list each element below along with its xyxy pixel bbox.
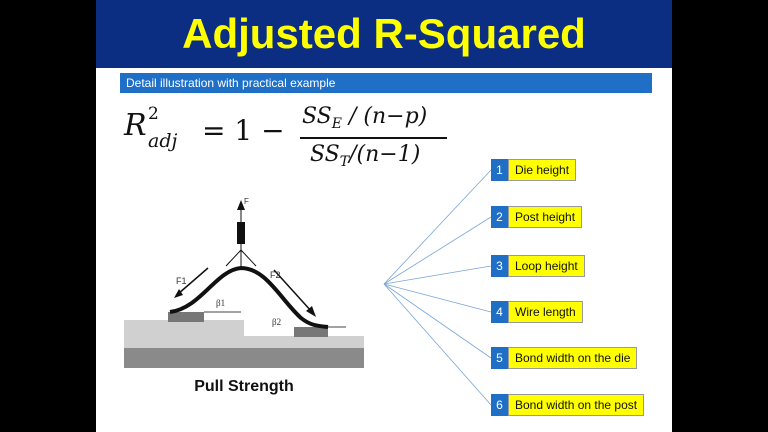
wire-pull-diagram: F F1 F2 β1 β2: [124, 197, 364, 368]
connector-line-4: [383, 283, 492, 313]
factor-label: Bond width on the die: [508, 347, 638, 369]
formula-numerator: SSE / (n−p): [302, 104, 427, 132]
post-block: [244, 336, 364, 348]
die-bond-pad: [168, 312, 204, 322]
connector-line-1: [383, 169, 492, 285]
f1-arrow: [177, 267, 209, 295]
connector-line-5: [383, 283, 492, 359]
factor-label: Bond width on the post: [508, 394, 645, 416]
factor-number: 1: [491, 159, 508, 181]
factor-item-6: 6 Bond width on the post: [491, 394, 645, 416]
denominator-sub: T: [339, 154, 350, 170]
pull-hook: [237, 222, 245, 244]
formula-denominator: SST/(n−1): [310, 142, 420, 170]
hook-left-line: [225, 249, 242, 267]
diagram-caption: Pull Strength: [194, 378, 294, 395]
numerator-ss: SS: [302, 104, 332, 129]
factor-label: Wire length: [508, 301, 583, 323]
denominator-tail: /(n−1): [349, 142, 421, 167]
connector-lines: [383, 169, 492, 406]
connector-line-6: [383, 283, 492, 406]
factor-item-1: 1 Die height: [491, 159, 577, 181]
factor-label: Post height: [508, 206, 583, 228]
slide-title: Adjusted R-Squared: [182, 10, 586, 57]
beta1-label: β1: [216, 298, 225, 308]
beta2-label: β2: [272, 317, 281, 327]
f2-arrowhead: [306, 306, 316, 317]
formula-r: R: [124, 108, 147, 143]
denominator-ss: SS: [310, 142, 340, 167]
factor-item-2: 2 Post height: [491, 206, 583, 228]
factor-number: 3: [491, 255, 508, 277]
base-substrate: [124, 348, 364, 368]
factor-label: Loop height: [508, 255, 585, 277]
numerator-sub: E: [331, 116, 342, 132]
factor-number: 2: [491, 206, 508, 228]
subtitle-bar: Detail illustration with practical examp…: [120, 73, 652, 93]
factor-label: Die height: [508, 159, 577, 181]
post-bond-pad: [294, 327, 328, 337]
factor-number: 6: [491, 394, 508, 416]
f2-arrow: [273, 269, 313, 313]
title-bar: Adjusted R-Squared: [96, 0, 672, 68]
fraction-bar: [300, 137, 447, 139]
formula-subscript: adj: [148, 130, 178, 152]
factor-number: 5: [491, 347, 508, 369]
factor-item-4: 4 Wire length: [491, 301, 583, 323]
formula-superscript: 2: [148, 104, 159, 124]
f2-label: F2: [270, 270, 281, 280]
force-arrowhead: [237, 200, 245, 210]
formula-equals: = 1 −: [202, 114, 285, 147]
f1-arrowhead: [174, 289, 183, 298]
slide: Adjusted R-Squared Detail illustration w…: [96, 0, 672, 432]
factor-item-5: 5 Bond width on the die: [491, 347, 638, 369]
factor-number: 4: [491, 301, 508, 323]
adjusted-r2-formula: R 2 adj = 1 − SSE / (n−p) SST/(n−1): [124, 104, 454, 174]
hook-right-line: [240, 249, 257, 267]
f1-label: F1: [176, 276, 187, 286]
connector-line-2: [383, 216, 492, 285]
force-label: F: [244, 197, 249, 206]
bond-wire: [169, 265, 329, 329]
numerator-tail: / (n−p): [342, 104, 428, 129]
connector-line-3: [383, 265, 492, 285]
factor-item-3: 3 Loop height: [491, 255, 585, 277]
subtitle: Detail illustration with practical examp…: [126, 76, 336, 90]
die-block: [124, 320, 244, 348]
